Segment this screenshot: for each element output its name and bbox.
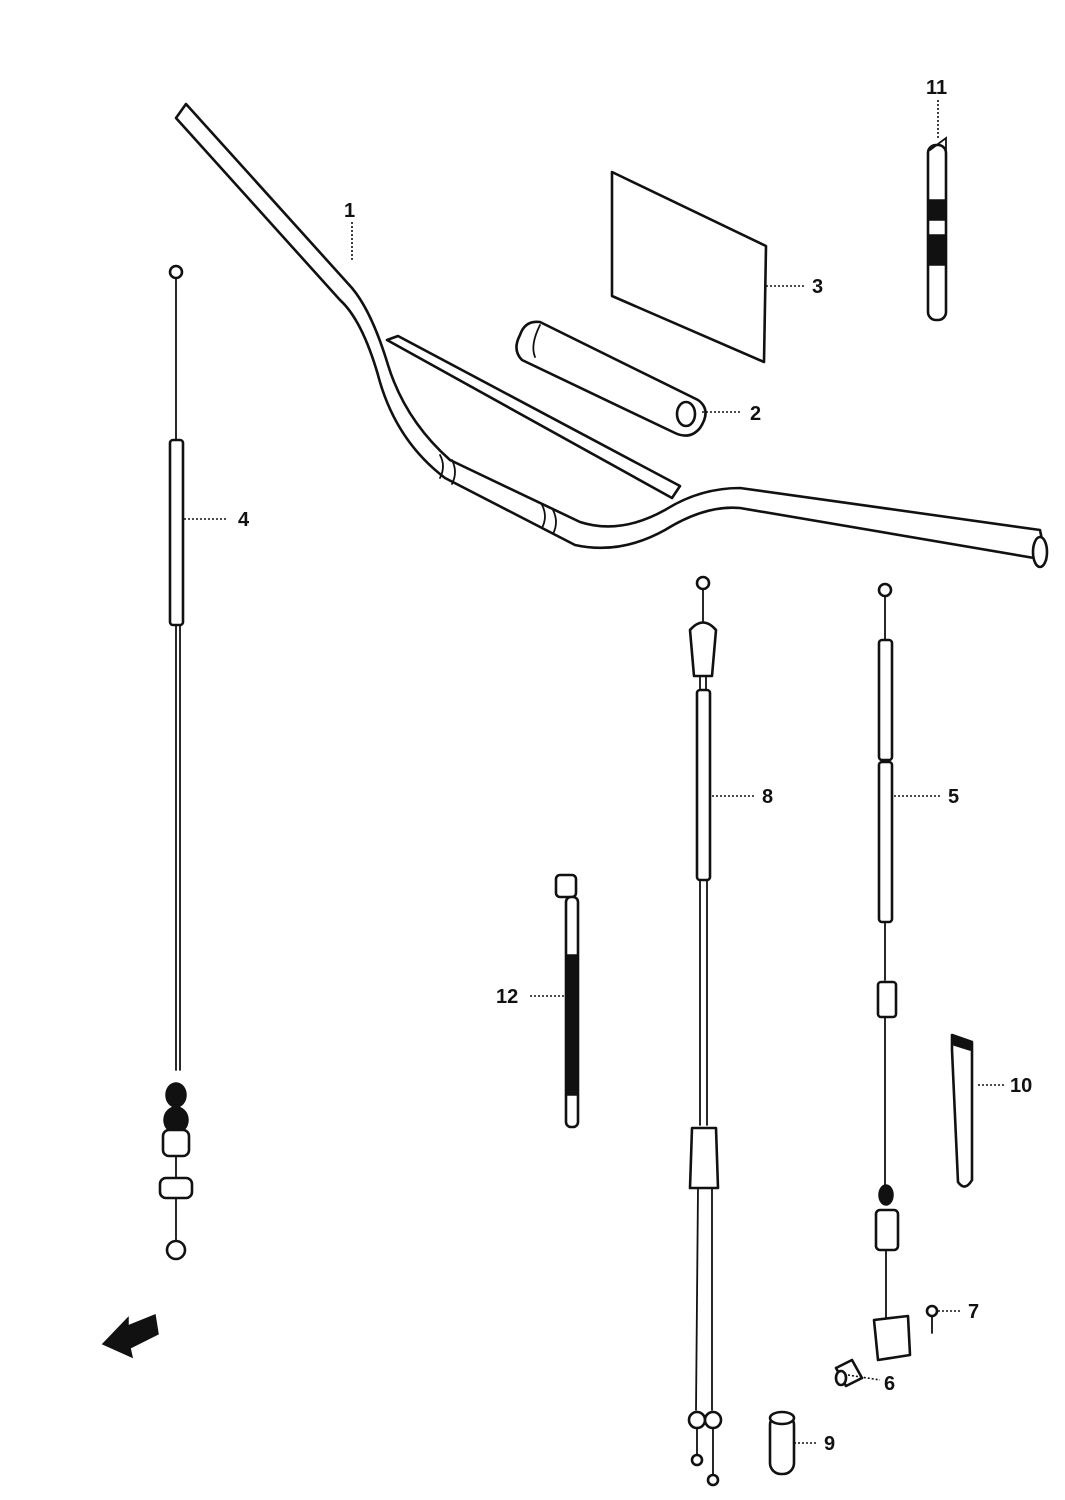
callout-4: 4 [238, 509, 250, 531]
callout-10: 10 [1010, 1075, 1032, 1097]
callout-7: 7 [968, 1301, 979, 1323]
throttle-cable-icon [158, 264, 194, 1261]
handlebar-icon [174, 102, 1049, 569]
brake-cable-icon [872, 582, 912, 1362]
callout-5: 5 [948, 786, 959, 808]
clutch-cable-icon [687, 575, 723, 1487]
callout-9: 9 [824, 1433, 835, 1455]
cable-tie-icon [554, 873, 580, 1129]
clip-icon [925, 1304, 939, 1334]
callout-1: 1 [344, 200, 355, 222]
cable-clamp-icon [950, 1033, 974, 1188]
leader-lines [184, 100, 1004, 1444]
cable-band-icon [926, 136, 948, 322]
callout-3: 3 [812, 276, 823, 298]
callout-2: 2 [750, 403, 761, 425]
number-plate-sheet-icon [610, 170, 768, 364]
boot-sleeve-icon [768, 1410, 796, 1476]
callout-8: 8 [762, 786, 773, 808]
callout-12: 12 [496, 986, 518, 1008]
callout-6: 6 [884, 1373, 895, 1395]
callout-11: 11 [926, 77, 947, 99]
pin-icon [834, 1358, 864, 1388]
handlebar-pad-icon [515, 320, 707, 437]
front-direction-arrow-icon [101, 1313, 159, 1359]
